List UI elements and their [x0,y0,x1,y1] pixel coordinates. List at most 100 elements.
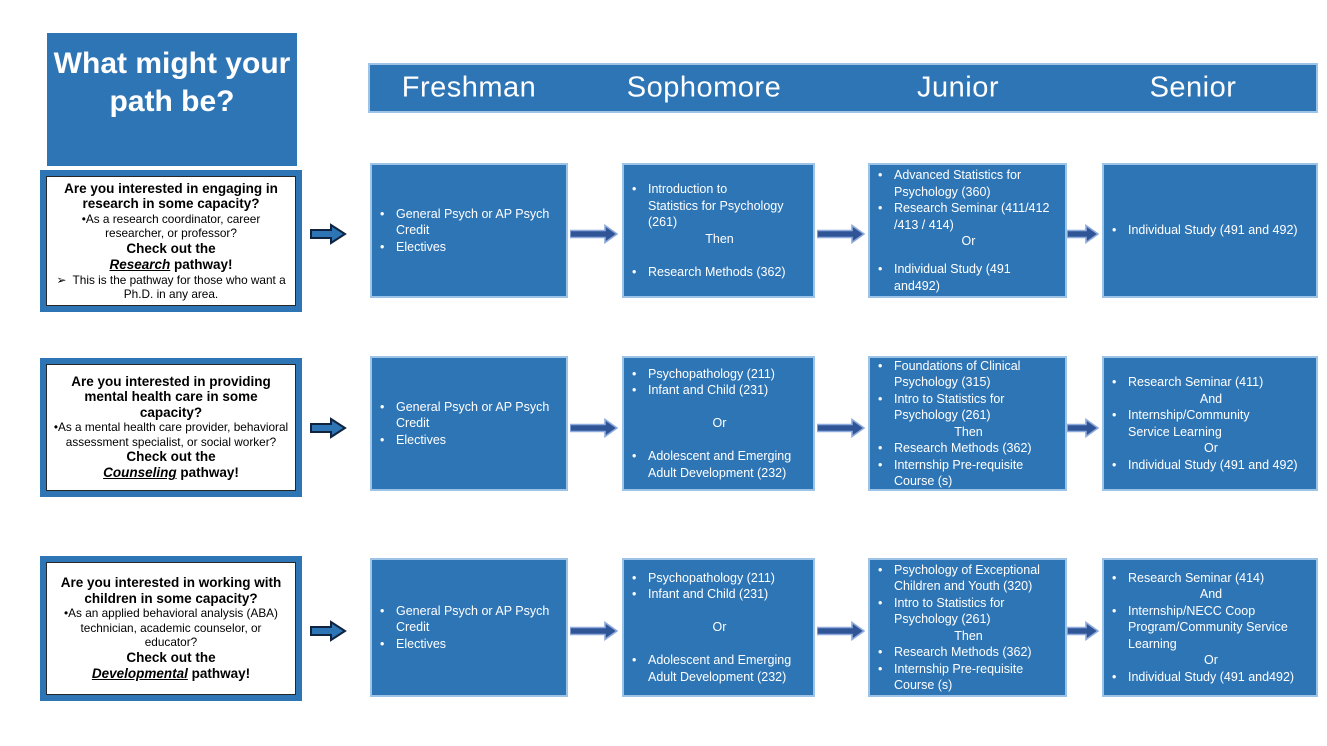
pathway-box-research-junior: •Advanced Statistics for Psychology (360… [868,163,1067,298]
course-text: Electives [396,636,447,651]
course-item: • Intro to Statistics for Psychology (261… [878,595,1059,628]
course-item: • Research Seminar (411) [1112,374,1310,391]
question-check-line: Check out the [126,649,216,665]
bullet-dot: • [878,391,883,406]
connector-word: Or [961,234,976,248]
bullet-dot: • [878,441,883,455]
bullet-dot: • [1112,669,1117,684]
course-text: Internship Pre-requisite Course (s) [894,661,1024,693]
flow-arrow-icon [1067,621,1099,641]
pathway-name: Developmental [91,665,188,681]
pathway-name: Counseling [103,465,177,481]
course-text: Individual Study (491 and492) [894,262,1011,293]
course-text: Individual Study (491 and 492) [1128,457,1298,472]
pathway-tail: pathway! [170,256,233,272]
course-text: Research Seminar (414) [1128,570,1265,585]
flow-arrow-icon [570,621,618,641]
prompt-arrow-icon [310,223,347,245]
course-item: • Electives [380,636,560,653]
course-text: Research Seminar (411/412 /413 / 414) [894,201,1050,232]
course-item: •General Psych or AP Psych Credit [380,206,560,239]
question-heading: Are you interested in providing mental h… [71,373,271,420]
course-item: •Infant and Child (231) [632,586,807,603]
flow-arrow-icon [817,621,865,641]
course-text: Research Seminar (411) [1128,375,1264,389]
bullet-dot: • [380,636,385,651]
flow-arrow-icon [817,418,865,438]
pathway-name: Research [109,256,171,272]
bullet-dot: • [878,562,883,577]
course-text: Introduction to Statistics for Psycholog… [648,182,784,229]
question-check-line: Check out the [126,240,216,256]
course-item: •Electives [380,432,560,449]
course-text: Infant and Child (231) [648,383,769,398]
bullet-dot: • [878,595,883,610]
line-spacer [632,399,807,416]
pathway-tail: pathway! [187,665,251,681]
course-text: Intro to Statistics for Psychology (261) [894,595,1005,627]
course-item: • Individual Study (491 and 492) [1112,222,1310,239]
course-item: • Research Methods (362) [878,644,1059,661]
bullet-dot: • [1112,457,1117,472]
bullet-dot: • [878,661,883,676]
bullet-dot: • [380,206,385,221]
course-text: Adolescent and Emerging Adult Developmen… [648,653,792,684]
flow-arrow-icon [1067,224,1099,244]
flow-arrow-icon [1067,418,1099,438]
course-text: Research Methods (362) [648,264,786,279]
bullet-dot: • [1112,375,1117,389]
column-header-senior: Senior [1149,71,1237,104]
connector-word: Or [1204,653,1218,668]
course-text: Research Methods (362) [894,645,1032,659]
course-item: •Internship/NECC Coop Program/Community … [1112,603,1310,653]
bullet-dot: • [878,645,883,659]
connector-word: Or [712,620,727,635]
question-heading: Are you interested in engaging in resear… [64,180,278,212]
connector-word: Then [954,424,983,439]
question-box-content: Are you interested in working with child… [46,562,296,695]
course-item: •Adolescent and Emerging Adult Developme… [632,652,807,685]
pathway-tail: pathway! [176,465,239,481]
flow-arrow-icon [570,418,618,438]
prompt-arrow-icon [310,620,347,642]
line-spacer [878,250,1059,262]
bullet-dot: • [380,239,385,254]
course-text: Infant and Child (231) [648,587,769,602]
question-box-counseling: Are you interested in providing mental h… [40,358,302,497]
bullet-dot: • [1112,570,1117,585]
line-spacer [632,247,807,264]
question-pathway-line: Research pathway! [53,257,289,273]
bullet-dot: • [632,449,637,464]
pathway-box-research-sophomore: • Introduction to Statistics for Psycholo… [622,163,815,298]
line-spacer [632,432,807,449]
bullet-dot: • [632,182,637,196]
course-text: Internship/NECC Coop Program/Community S… [1128,603,1288,651]
pathway-box-developmental-senior: •Research Seminar (414)And•Internship/NE… [1102,558,1318,697]
slide-title: What might your path be? [53,47,291,118]
course-item: • Research Methods (362) [878,440,1059,457]
course-text: Individual Study (491 and 492) [1128,223,1298,238]
bullet-dot: • [380,432,385,447]
bullet-dot: • [878,457,883,472]
course-item: •Internship/Community Service Learning [1112,407,1310,440]
connector-word: And [1199,587,1223,602]
course-text: Research Methods (362) [894,441,1032,455]
course-text: Internship Pre-requisite Course (s) [894,457,1024,489]
line-spacer [632,603,807,620]
course-item: •Intro to Statistics for Psychology (261… [878,391,1059,424]
bullet-dot: • [878,168,883,182]
bullet-dot: • [632,570,637,585]
column-header-freshman: Freshman [401,71,537,104]
question-heading: Are you interested in working with child… [60,575,282,606]
column-header-junior: Junior [917,71,999,104]
pathway-box-research-senior: • Individual Study (491 and 492) [1102,163,1318,298]
course-item: •Individual Study (491 and492) [878,261,1059,294]
connector-word: Then [954,628,983,643]
course-text: General Psych or AP Psych Credit [396,603,550,635]
connector-word: And [1199,391,1223,406]
question-detail: •As a mental health care provider, behav… [53,420,289,449]
course-item: •General Psych or AP Psych Credit [380,399,560,432]
bullet-dot: • [878,201,883,215]
bullet-dot: • [1112,223,1117,238]
